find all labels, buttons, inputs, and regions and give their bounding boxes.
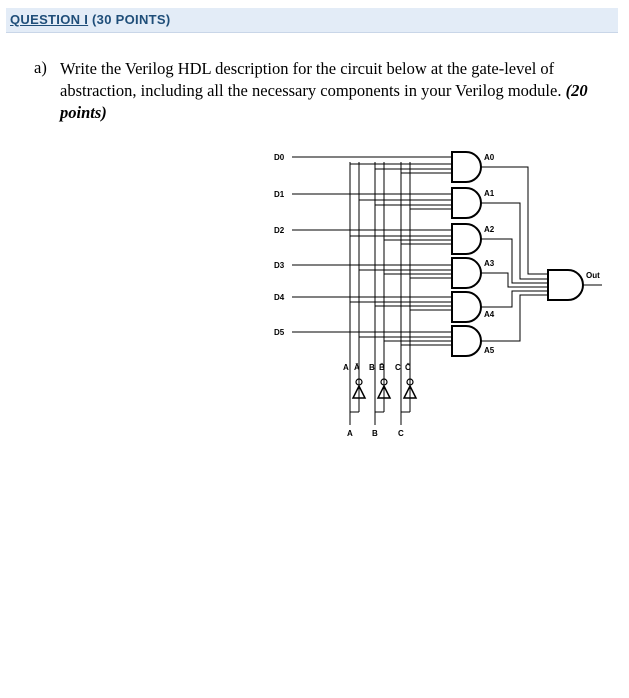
rail-label-a: A xyxy=(343,363,349,372)
select-label-a: A xyxy=(347,429,353,438)
output-label: Out xyxy=(586,271,600,280)
mux-circuit-diagram: D0 D1 D2 D3 D4 D5 A0 A1 A2 A3 A4 A5 Out … xyxy=(274,151,602,438)
gate-label-a2: A2 xyxy=(484,225,495,234)
input-label-d3: D3 xyxy=(274,261,285,270)
input-label-d2: D2 xyxy=(274,226,285,235)
input-label-d1: D1 xyxy=(274,190,285,199)
select-label-c: C xyxy=(398,429,404,438)
rail-label-b-bar: B̄ xyxy=(379,363,385,372)
section-title: QUESTION I (30 POINTS) xyxy=(10,12,170,27)
rail-label-c-bar: C̄ xyxy=(405,363,411,372)
question-body: Write the Verilog HDL description for th… xyxy=(60,59,562,100)
input-label-d0: D0 xyxy=(274,153,285,162)
question-text: Write the Verilog HDL description for th… xyxy=(60,58,600,124)
question-label: a) xyxy=(34,58,47,77)
question-points: (20 points) xyxy=(60,81,588,122)
section-header: QUESTION I (30 POINTS) xyxy=(6,8,618,33)
gate-label-a5: A5 xyxy=(484,346,495,355)
gate-label-a4: A4 xyxy=(484,310,495,319)
select-label-b: B xyxy=(372,429,378,438)
rail-label-c: C xyxy=(395,363,401,372)
gate-label-a3: A3 xyxy=(484,259,495,268)
gate-label-a0: A0 xyxy=(484,153,495,162)
rail-label-b: B xyxy=(369,363,375,372)
section-title-main: QUESTION I xyxy=(10,12,89,27)
gate-label-a1: A1 xyxy=(484,189,495,198)
rail-label-a-bar: Ā xyxy=(354,363,360,372)
input-label-d4: D4 xyxy=(274,293,285,302)
section-title-points: (30 POINTS) xyxy=(92,12,171,27)
input-label-d5: D5 xyxy=(274,328,285,337)
